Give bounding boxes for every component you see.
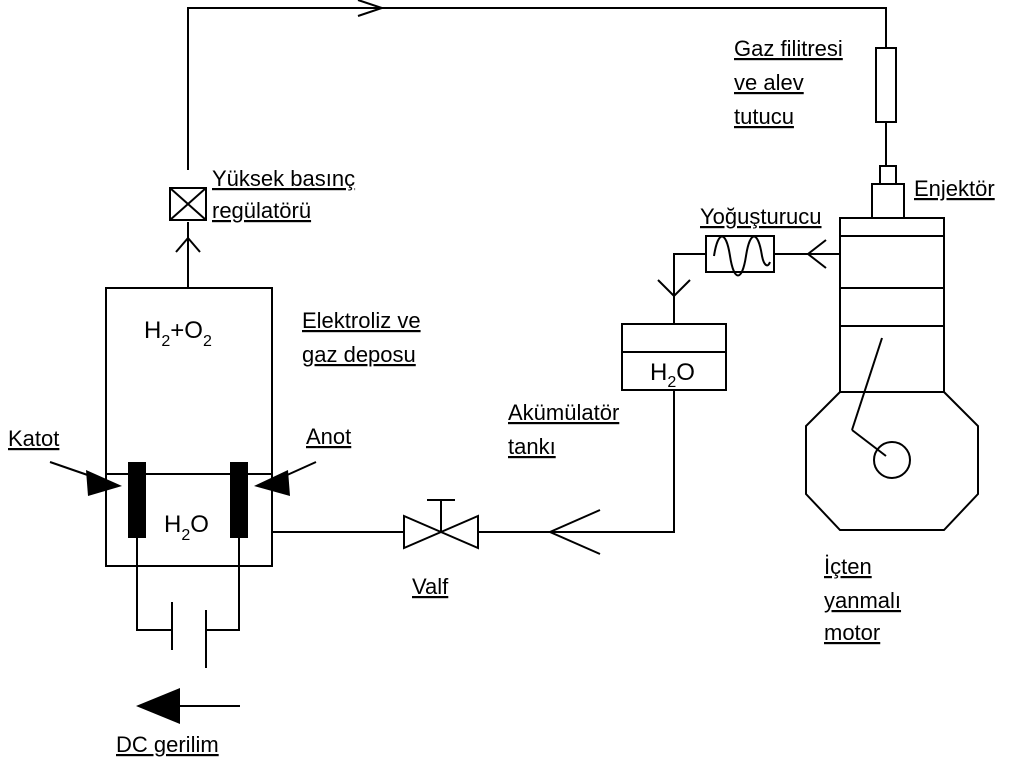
svg-text:H2O: H2O	[650, 359, 695, 391]
engine-label-1: İçten	[824, 554, 872, 579]
dc-circuit	[136, 538, 240, 668]
engine	[805, 217, 979, 531]
engine-label-2: yanmalı	[824, 588, 901, 613]
water-return-pipe	[272, 390, 675, 555]
electrolysis-label-1: Elektroliz ve	[302, 308, 421, 333]
electrolysis-tank: H2+O2 H2O	[105, 287, 273, 567]
gas-filter-label-3: tutucu	[734, 104, 794, 129]
anode-arrow	[254, 461, 317, 496]
condenser	[657, 235, 840, 324]
gas-filter	[875, 47, 897, 166]
svg-text:H2O: H2O	[164, 511, 209, 544]
engine-label-3: motor	[824, 620, 880, 645]
anode-electrode	[230, 462, 248, 538]
dc-arrow	[136, 688, 240, 724]
gas-filter-label-1: Gaz filitresi	[734, 36, 843, 61]
condenser-label: Yoğuşturucu	[700, 204, 822, 229]
svg-text:H2+O2: H2+O2	[144, 317, 212, 350]
valve-label: Valf	[412, 574, 449, 599]
dc-voltage-label: DC gerilim	[116, 732, 219, 757]
gas-pipe	[187, 0, 887, 288]
flow-arrow-up	[175, 236, 201, 253]
cathode-arrow	[49, 461, 122, 496]
accumulator-tank: H2O	[621, 323, 727, 391]
valve	[403, 499, 479, 550]
accumulator-label-1: Akümülatör	[508, 400, 619, 425]
pressure-regulator	[169, 187, 207, 221]
regulator-label-1: Yüksek basınç	[212, 166, 355, 191]
injector	[871, 165, 905, 219]
electrolysis-label-2: gaz deposu	[302, 342, 416, 367]
regulator-label-2: regülatörü	[212, 198, 311, 223]
cathode-label: Katot	[8, 426, 59, 451]
accumulator-label-2: tankı	[508, 434, 556, 459]
cathode-electrode	[128, 462, 146, 538]
anode-label: Anot	[306, 424, 351, 449]
gas-filter-label-2: ve alev	[734, 70, 804, 95]
injector-label: Enjektör	[914, 176, 995, 201]
